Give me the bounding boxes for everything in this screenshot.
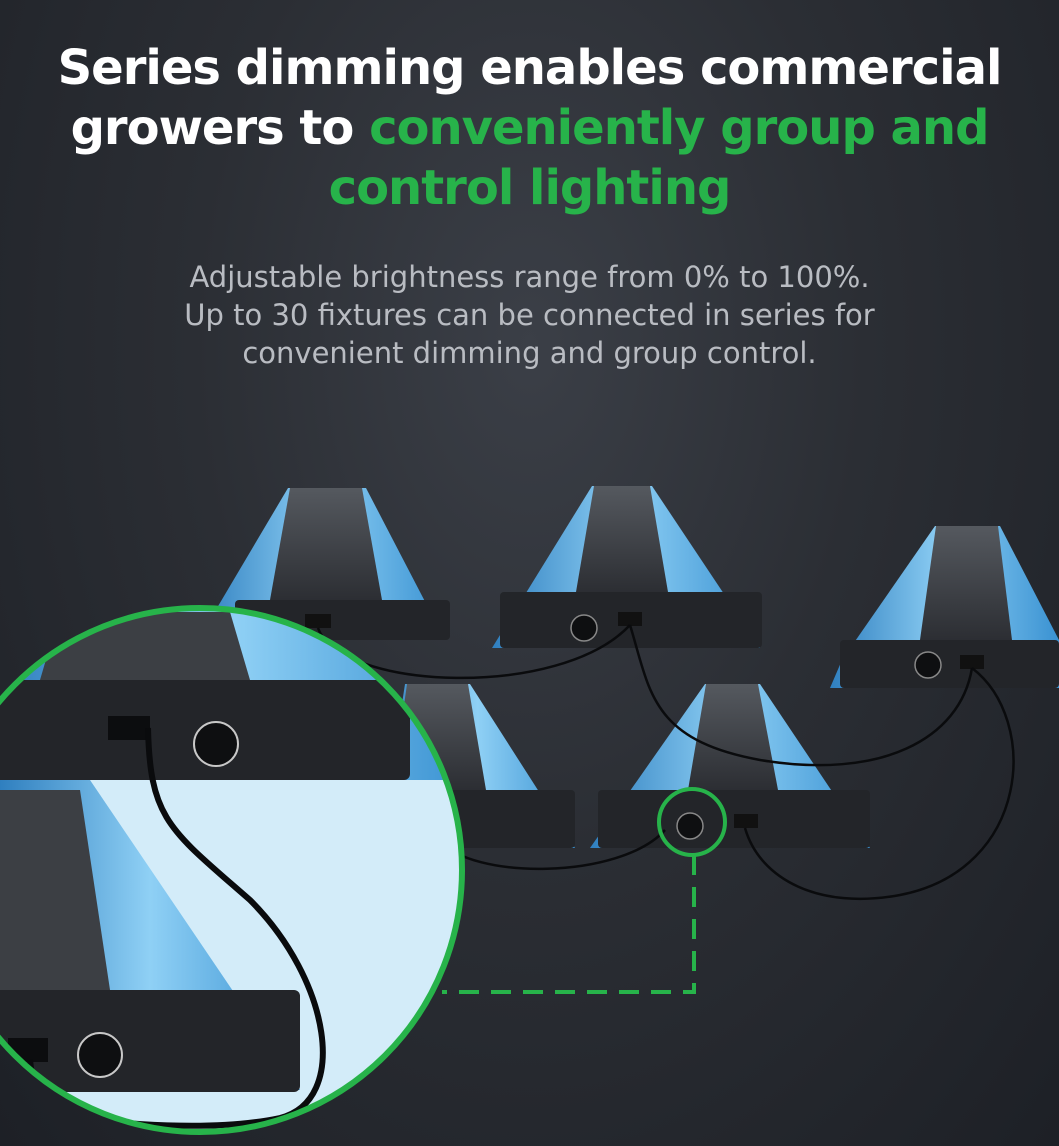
rj45-port-icon [960,655,984,669]
rj45-port-icon [734,814,758,828]
dimmer-knob-icon [914,651,942,679]
rj45-port-icon [108,716,150,740]
magnifier-callout-icon [0,605,465,1135]
subtext-line-3: convenient dimming and group control. [242,336,817,370]
dimmer-knob-icon [77,1032,123,1078]
subtext-line-2: Up to 30 fixtures can be connected in se… [184,298,875,332]
dimmer-knob-icon [193,721,239,767]
subtext: Adjustable brightness range from 0% to 1… [0,258,1059,372]
headline: Series dimming enables commercial grower… [0,38,1059,218]
headline-line-2-accent: conveniently group and [369,100,989,156]
dimmer-knob-icon [676,812,704,840]
rj45-port-icon [618,612,642,626]
rj45-port-icon [305,614,331,628]
led-fixture-icon [830,526,1059,688]
led-fixture-icon [198,488,450,640]
dimmer-knob-icon [570,614,598,642]
subtext-line-1: Adjustable brightness range from 0% to 1… [189,260,870,294]
headline-line-1: Series dimming enables commercial [57,40,1003,96]
callout-dashed-connector [442,855,696,994]
led-fixture-icon [492,486,762,648]
headline-line-3-accent: control lighting [328,160,732,216]
headline-line-2-prefix: growers to [70,100,370,156]
